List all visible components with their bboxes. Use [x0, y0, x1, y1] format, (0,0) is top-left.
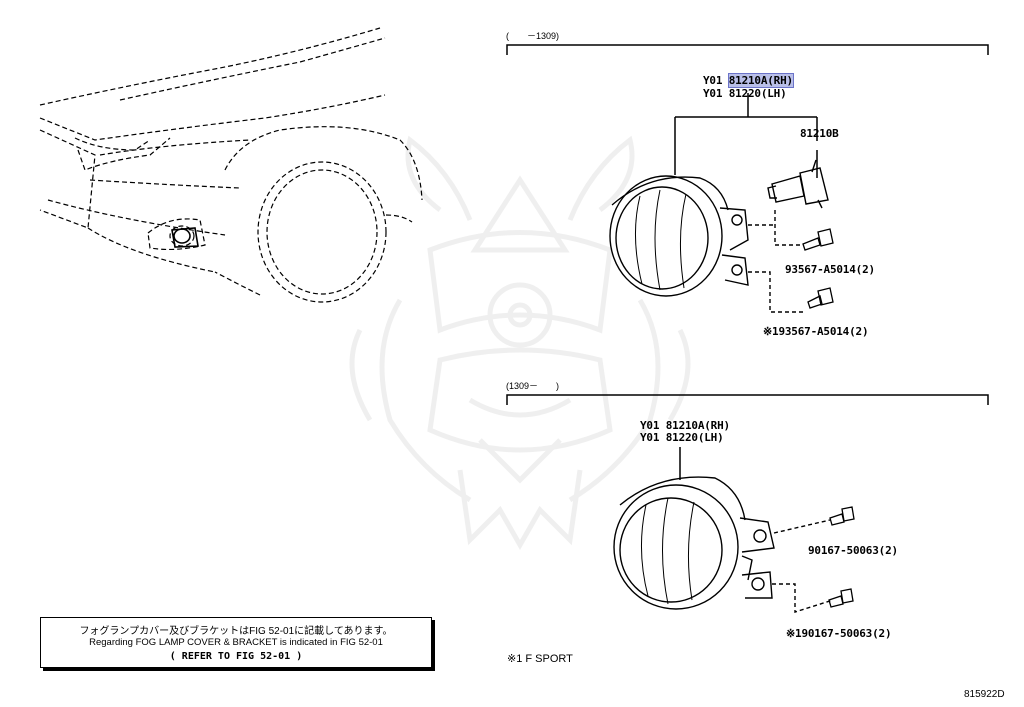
lower-rh-part-link[interactable]: 81210A(RH) [665, 419, 730, 432]
upper-rh-part-link[interactable]: 81210A(RH) [727, 73, 794, 88]
upper-fsport-mark: ※1 [763, 325, 779, 338]
note-english-text: Regarding FOG LAMP COVER & BRACKET is in… [89, 637, 383, 648]
lower-lh-part-link[interactable]: 81220(LH) [665, 431, 724, 444]
bulb-part-link[interactable]: 81210B [800, 127, 839, 140]
upper-rh-prefix: Y01 [703, 74, 723, 87]
refer-to-fig-link[interactable]: ( REFER TO FIG 52-01 ) [169, 651, 303, 662]
note-japanese-text: フォグランプカバー及びブラケットはFIG 52-01に記載してあります。 [79, 626, 393, 637]
lower-fsport-mark: ※1 [786, 627, 802, 640]
upper-range-bracket [506, 44, 989, 178]
upper-bolts [802, 228, 834, 309]
upper-lh-callout: Y01 81220(LH) [703, 88, 787, 100]
lower-fsport-bolt-part-link[interactable]: 90167-50063(2) [801, 627, 892, 640]
lower-bolt-part-link[interactable]: 90167-50063(2) [808, 544, 898, 557]
upper-rh-callout: Y01 81210A(RH) [703, 73, 794, 88]
upper-lh-prefix: Y01 [703, 87, 723, 100]
reference-note-box: フォグランプカバー及びブラケットはFIG 52-01に記載してあります。 Reg… [40, 617, 432, 668]
bulb-illustration [767, 159, 829, 209]
upper-range-label: ( －1309) [506, 31, 560, 41]
fsport-footnote: ※1 F SPORT [507, 653, 573, 665]
upper-fsport-bolt-part-link[interactable]: 93567-A5014(2) [778, 325, 869, 338]
car-front-illustration [39, 27, 423, 303]
lower-lh-callout: Y01 81220(LH) [640, 432, 724, 444]
lower-rh-callout: Y01 81210A(RH) [640, 420, 730, 432]
lower-range-label: (1309－ ) [506, 381, 560, 391]
lower-fsport-bolt-callout: ※190167-50063(2) [786, 627, 892, 640]
upper-bolt-part-link[interactable]: 93567-A5014(2) [785, 263, 875, 276]
lower-lh-prefix: Y01 [640, 431, 660, 444]
lower-range-bracket [506, 394, 989, 480]
lower-rh-prefix: Y01 [640, 419, 660, 432]
car-fog-lamp-highlight [171, 227, 199, 248]
upper-lh-part-link[interactable]: 81220(LH) [728, 87, 787, 100]
upper-fsport-bolt-callout: ※193567-A5014(2) [763, 325, 869, 338]
upper-fog-lamp [609, 175, 805, 313]
watermark-logo [349, 135, 691, 551]
lower-fog-lamp [613, 476, 834, 613]
figure-id: 815922D [964, 689, 1005, 700]
lower-bolts [828, 506, 855, 608]
